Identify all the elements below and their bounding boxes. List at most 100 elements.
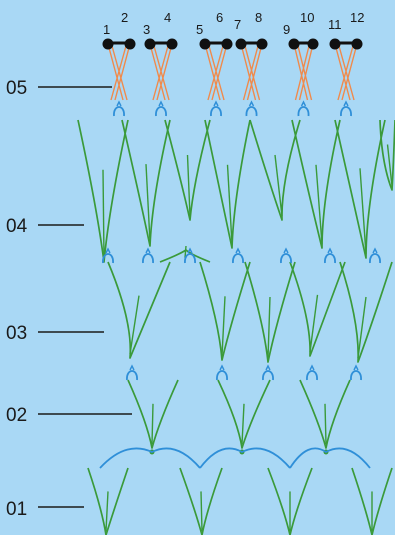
blue-link-25 [297, 106, 310, 117]
row-label-03: 03 [6, 323, 27, 344]
blue-link-7 [155, 106, 167, 117]
green-stitches [77, 119, 395, 535]
pin-label-8: 8 [255, 10, 262, 25]
pin-dot-4 [102, 38, 114, 50]
green-leaf-r4-36 [77, 119, 129, 263]
pin-label-11: 11 [328, 17, 342, 32]
green-leaf-r4-46 [291, 119, 341, 249]
pin-dot-34 [329, 38, 341, 50]
blue-link-62 [324, 253, 336, 264]
blue-link-1 [113, 106, 125, 117]
pin-dot-35 [351, 38, 363, 50]
green-leaf-r1-rib-101 [105, 491, 109, 532]
green-leaf-r4-42 [204, 119, 251, 249]
green-leaf-r1-104 [267, 467, 313, 535]
blue-arrow-83 [265, 364, 271, 371]
green-leaf-r4-40 [164, 119, 211, 221]
green-leaf-r2-rib-93 [324, 403, 327, 445]
pin-label-12: 12 [350, 10, 364, 25]
green-leaf-r4-rib-43 [226, 164, 233, 245]
pin-dot-29 [307, 38, 319, 50]
blue-link-19 [245, 106, 258, 117]
pin-label-6: 6 [216, 10, 223, 25]
row-label-04: 04 [6, 216, 28, 237]
orange-stitches [107, 43, 358, 101]
green-leaf-r4-rib-51 [386, 144, 393, 187]
blue-arc-97 [99, 447, 201, 469]
blue-link-13 [210, 106, 222, 117]
pin-dot-11 [166, 38, 178, 50]
blue-arrow-79 [129, 364, 135, 371]
green-leaf-r1-100 [87, 467, 129, 535]
green-leaf-r4-48 [334, 119, 386, 259]
pin-label-2: 2 [121, 10, 128, 25]
blue-arrow-63 [327, 247, 333, 254]
green-leaf-r2-88 [127, 379, 179, 449]
green-leaf-r3-70 [199, 261, 251, 361]
pin-label-3: 3 [143, 22, 150, 37]
blue-link-80 [216, 370, 228, 381]
row-label-02: 02 [6, 405, 27, 426]
pin-dot-23 [256, 38, 268, 50]
pin-label-4: 4 [164, 10, 171, 25]
green-leaf-r4-rib-49 [359, 168, 367, 255]
pin-dot-17 [221, 38, 233, 50]
blue-link-84 [306, 370, 318, 381]
blue-link-54 [142, 253, 154, 264]
blue-link-52 [102, 253, 114, 264]
green-leaf-r4-50 [379, 119, 395, 191]
green-leaf-r4-rib-41 [186, 154, 191, 217]
orange-strand-24 [293, 43, 314, 101]
blue-arrow-61 [283, 247, 289, 254]
green-leaf-r3-rib-69 [184, 245, 187, 258]
orange-strand-18 [240, 43, 263, 101]
pin-dot-22 [235, 38, 247, 50]
blue-arrow-26 [300, 100, 307, 107]
blue-arc-99 [289, 447, 371, 469]
blue-link-82 [262, 370, 274, 381]
blue-arrow-20 [248, 100, 255, 107]
pin-dot-28 [288, 38, 300, 50]
pin-dot-10 [144, 38, 156, 50]
row-labels: 05 04 03 02 01 [6, 78, 132, 520]
green-leaf-r3-rib-77 [357, 296, 367, 359]
blue-link-31 [340, 106, 352, 117]
pin-dot-5 [124, 38, 136, 50]
blue-arrow-59 [235, 247, 241, 254]
blue-link-78 [126, 370, 138, 381]
green-leaf-r1-106 [351, 467, 393, 535]
blue-arrow-81 [219, 364, 225, 371]
blue-arrow-2 [116, 100, 122, 107]
blue-link-58 [232, 253, 244, 264]
row-label-01: 01 [6, 499, 27, 520]
blue-arrow-32 [343, 100, 349, 107]
blue-link-56 [184, 253, 196, 264]
green-leaf-r3-66 [107, 261, 171, 359]
green-leaf-r3-rib-67 [129, 295, 140, 355]
row-label-05: 05 [6, 78, 27, 99]
green-leaf-r3-rib-75 [309, 294, 319, 353]
pin-label-10: 10 [300, 10, 314, 25]
green-leaf-r2-rib-89 [151, 403, 154, 445]
blue-link-64 [369, 253, 381, 264]
blue-arrow-14 [213, 100, 219, 107]
orange-strand-0 [107, 43, 131, 101]
green-leaf-r4-38 [121, 119, 171, 247]
blue-arrow-57 [187, 247, 193, 254]
pin-labels: 1 2 3 4 5 6 7 8 9 10 11 12 [103, 10, 364, 37]
green-leaf-r2-90 [217, 379, 271, 449]
green-leaf-r2-rib-91 [241, 403, 245, 445]
blue-arrow-87 [353, 364, 359, 371]
pin-label-5: 5 [196, 22, 203, 37]
green-leaf-r4-rib-45 [274, 154, 283, 217]
green-leaf-r1-102 [179, 467, 223, 535]
green-leaf-r4-rib-39 [145, 164, 151, 243]
pin-dot-16 [199, 38, 211, 50]
orange-strand-12 [204, 43, 228, 101]
green-leaf-r4-rib-47 [315, 164, 323, 245]
blue-arrow-53 [105, 247, 111, 254]
green-leaf-r3-72 [244, 261, 296, 363]
pin-label-7: 7 [234, 17, 241, 32]
blue-arrow-85 [309, 364, 315, 371]
